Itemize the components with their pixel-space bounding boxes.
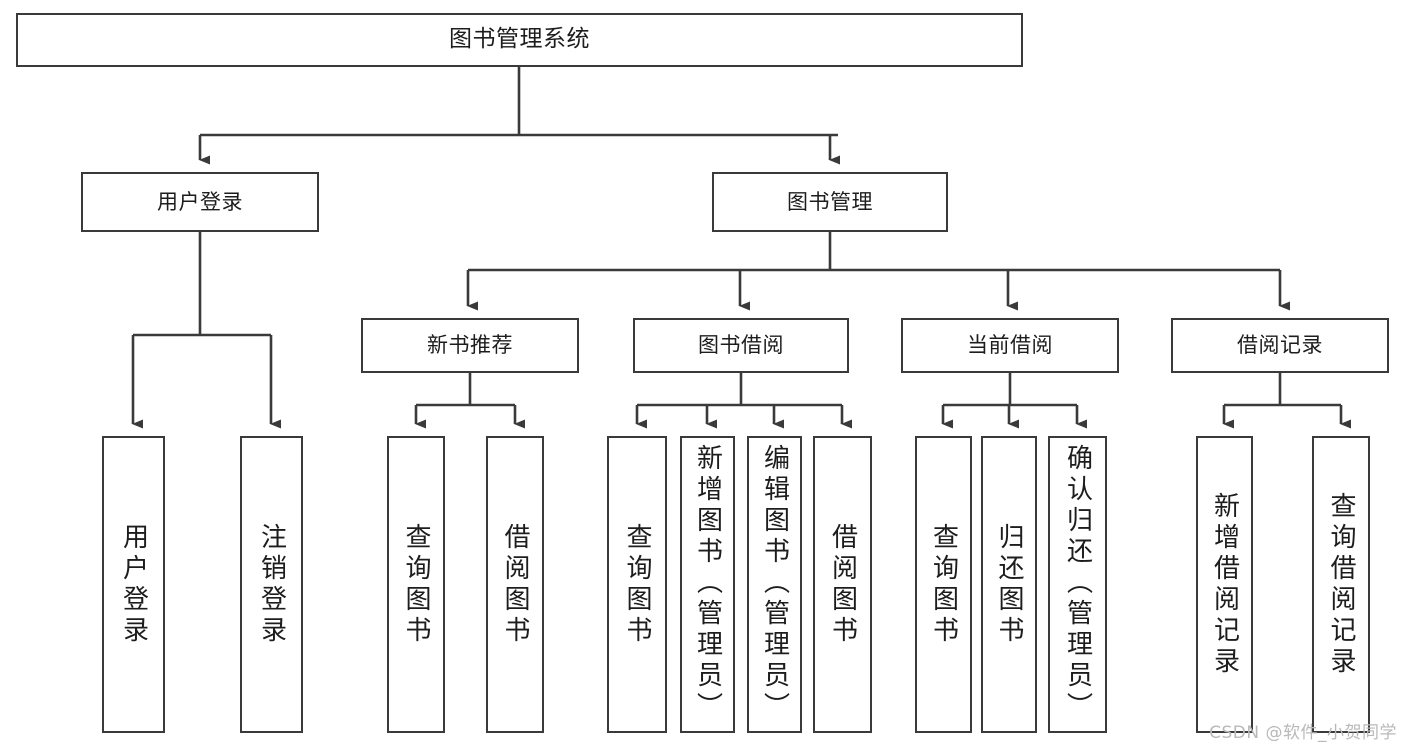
leaf-borrow-borrow-book[interactable]: 借阅图书 <box>813 436 872 733</box>
node-label: 编辑图书（管理员） <box>759 444 790 723</box>
node-label: 归还图书 <box>994 522 1024 647</box>
leaf-current-confirm-return-admin[interactable]: 确认归还（管理员） <box>1048 436 1107 733</box>
leaf-record-add-record[interactable]: 新增借阅记录 <box>1196 436 1253 733</box>
leaf-record-query-record[interactable]: 查询借阅记录 <box>1312 436 1370 733</box>
node-book-manage[interactable]: 图书管理 <box>712 172 948 232</box>
node-label: 查询借阅记录 <box>1326 491 1356 678</box>
node-label: 新增图书（管理员） <box>692 444 723 723</box>
node-label: 借阅图书 <box>500 522 530 647</box>
node-root-system[interactable]: 图书管理系统 <box>16 13 1023 67</box>
node-label: 新书推荐 <box>427 333 513 358</box>
node-borrow-record[interactable]: 借阅记录 <box>1171 318 1389 373</box>
node-label: 新增借阅记录 <box>1209 491 1240 678</box>
node-label: 确认归还（管理员） <box>1062 444 1093 723</box>
node-label: 用户登录 <box>118 522 149 647</box>
leaf-borrow-query-book[interactable]: 查询图书 <box>607 436 667 733</box>
node-label: 查询图书 <box>401 522 431 647</box>
node-label: 查询图书 <box>622 522 652 647</box>
node-label: 借阅图书 <box>827 522 858 647</box>
node-label: 图书管理系统 <box>449 26 590 53</box>
leaf-new-book-borrow[interactable]: 借阅图书 <box>486 436 544 733</box>
leaf-new-book-query[interactable]: 查询图书 <box>387 436 445 733</box>
node-new-book-recommend[interactable]: 新书推荐 <box>361 318 579 373</box>
node-label: 查询图书 <box>928 522 959 647</box>
leaf-borrow-add-book-admin[interactable]: 新增图书（管理员） <box>680 436 735 733</box>
node-label: 用户登录 <box>157 189 243 214</box>
leaf-user-login-logout[interactable]: 注销登录 <box>240 436 303 733</box>
leaf-current-return-book[interactable]: 归还图书 <box>981 436 1037 733</box>
node-book-borrow[interactable]: 图书借阅 <box>633 318 849 373</box>
node-label: 借阅记录 <box>1237 333 1323 358</box>
node-label: 图书管理 <box>787 189 873 214</box>
leaf-borrow-edit-book-admin[interactable]: 编辑图书（管理员） <box>747 436 802 733</box>
node-current-borrow[interactable]: 当前借阅 <box>901 318 1119 373</box>
leaf-user-login-login[interactable]: 用户登录 <box>102 436 165 733</box>
csdn-watermark: CSDN @软件_小贺同学 <box>1209 723 1397 743</box>
node-user-login[interactable]: 用户登录 <box>81 172 319 232</box>
node-label: 注销登录 <box>256 522 287 647</box>
node-label: 当前借阅 <box>967 333 1053 358</box>
node-label: 图书借阅 <box>698 333 784 358</box>
leaf-current-query-book[interactable]: 查询图书 <box>915 436 972 733</box>
